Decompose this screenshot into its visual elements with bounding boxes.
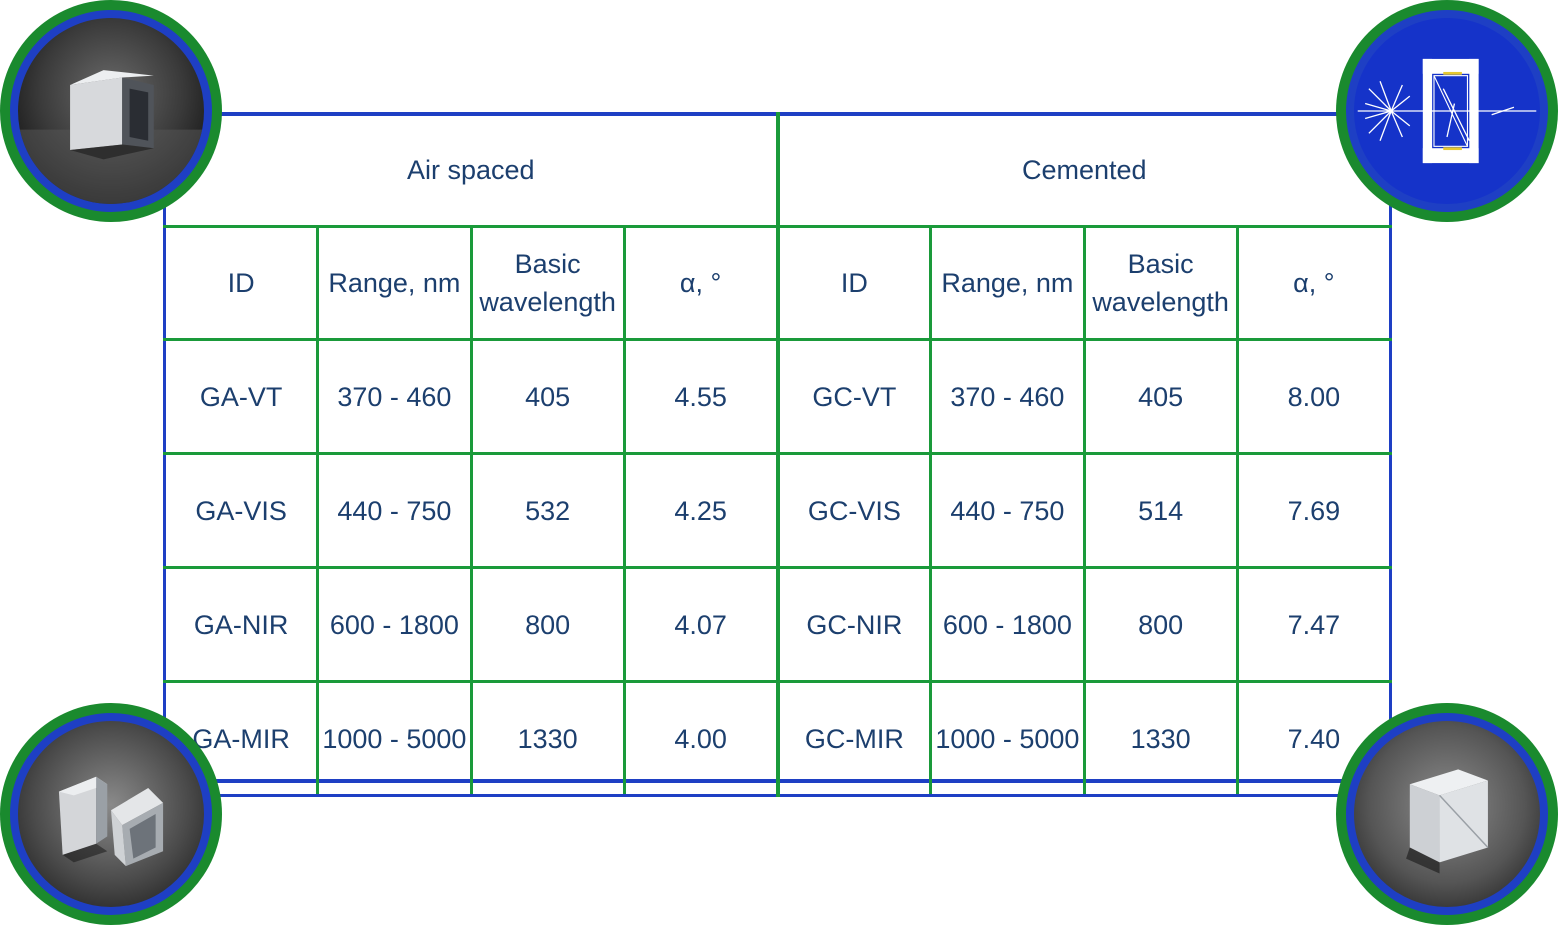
prism-pair-photo-icon (18, 721, 204, 907)
table-row: GA-NIR 600 - 1800 800 4.07 GC-NIR 600 - … (162, 566, 1393, 683)
cell-id: GA-NIR (162, 566, 320, 683)
prism-cube-photo-icon (18, 18, 204, 204)
cell-alpha: 4.55 (622, 338, 780, 455)
group-air-spaced: Air spaced (163, 112, 779, 228)
cell-id: GC-NIR (775, 566, 933, 683)
header-range: Range, nm (929, 225, 1086, 341)
cell-wavelength: 800 (1082, 566, 1239, 683)
cell-wavelength: 514 (1082, 452, 1239, 569)
table-row: GA-VIS 440 - 750 532 4.25 GC-VIS 440 - 7… (162, 452, 1393, 569)
cell-range: 370 - 460 (316, 338, 473, 455)
table-row: GA-MIR 1000 - 5000 1330 4.00 GC-MIR 1000… (162, 680, 1393, 797)
header-alpha: α, ° (622, 225, 780, 341)
cell-wavelength: 405 (469, 338, 626, 455)
cell-alpha: 7.47 (1235, 566, 1393, 683)
cell-range: 600 - 1800 (929, 566, 1086, 683)
badge-top-right (1336, 0, 1558, 222)
cell-id: GC-VT (775, 338, 933, 455)
cell-alpha: 7.69 (1235, 452, 1393, 569)
cell-alpha: 8.00 (1235, 338, 1393, 455)
cell-wavelength: 800 (469, 566, 626, 683)
cell-id: GC-VIS (775, 452, 933, 569)
header-range: Range, nm (316, 225, 473, 341)
group-cemented: Cemented (775, 112, 1392, 228)
cell-alpha: 4.00 (622, 680, 780, 797)
cell-range: 370 - 460 (929, 338, 1086, 455)
cell-range: 440 - 750 (316, 452, 473, 569)
table-row: GA-VT 370 - 460 405 4.55 GC-VT 370 - 460… (162, 338, 1393, 455)
cell-range: 1000 - 5000 (316, 680, 473, 797)
cell-alpha: 4.07 (622, 566, 780, 683)
cell-wavelength: 1330 (1082, 680, 1239, 797)
cell-wavelength: 532 (469, 452, 626, 569)
badge-bottom-left (0, 703, 222, 925)
cemented-prism-photo-icon (1354, 721, 1540, 907)
badge-bottom-right (1336, 703, 1558, 925)
cell-wavelength: 1330 (469, 680, 626, 797)
cell-range: 440 - 750 (929, 452, 1086, 569)
cell-alpha: 4.25 (622, 452, 780, 569)
header-alpha: α, ° (1235, 225, 1393, 341)
cell-id: GA-VT (162, 338, 320, 455)
badge-top-left (0, 0, 222, 222)
header-id: ID (775, 225, 933, 341)
cell-range: 600 - 1800 (316, 566, 473, 683)
polarizer-ray-diagram-icon (1354, 18, 1540, 204)
cell-range: 1000 - 5000 (929, 680, 1086, 797)
cell-id: GA-VIS (162, 452, 320, 569)
cell-wavelength: 405 (1082, 338, 1239, 455)
cell-id: GC-MIR (775, 680, 933, 797)
header-id: ID (162, 225, 320, 341)
group-header-row: Air spaced Cemented (163, 112, 1392, 228)
